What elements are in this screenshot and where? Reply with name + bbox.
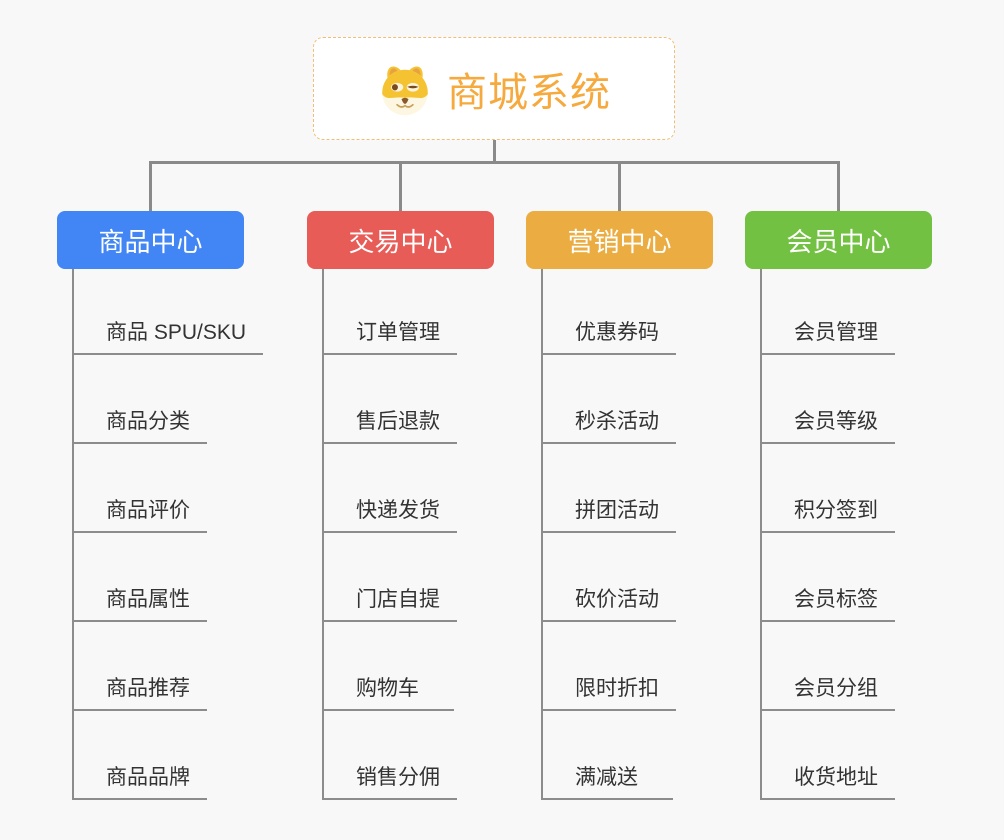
branch-label: 交易中心 [348,226,453,257]
connector-drop-product [149,161,152,211]
leaf-node[interactable]: 会员分组 [762,622,895,711]
leaf-node[interactable]: 拼团活动 [543,444,676,533]
branch-children-member: 会员管理 会员等级 积分签到 会员标签 会员分组 收货地址 [760,266,895,800]
leaf-node[interactable]: 收货地址 [762,711,895,800]
leaf-node[interactable]: 商品 SPU/SKU [74,266,264,355]
leaf-node[interactable]: 门店自提 [324,533,457,622]
root-node[interactable]: 商城系统 [313,37,675,140]
branch-node-trade-center[interactable]: 交易中心 [307,211,494,269]
leaf-node[interactable]: 秒杀活动 [543,355,676,444]
branch-node-product-center[interactable]: 商品中心 [57,211,244,269]
leaf-node[interactable]: 商品品牌 [74,711,207,800]
connector-horizontal-bus [149,161,840,164]
leaf-node[interactable]: 优惠券码 [543,266,676,355]
connector-drop-trade [399,161,402,211]
connector-root-stub [493,140,496,164]
branch-label: 会员中心 [786,226,891,257]
leaf-node[interactable]: 购物车 [324,622,454,711]
branch-children-product: 商品 SPU/SKU 商品分类 商品评价 商品属性 商品推荐 商品品牌 [72,266,264,800]
leaf-node[interactable]: 订单管理 [324,266,457,355]
leaf-node[interactable]: 会员管理 [762,266,895,355]
leaf-node[interactable]: 商品属性 [74,533,207,622]
leaf-node[interactable]: 商品评价 [74,444,207,533]
leaf-node[interactable]: 砍价活动 [543,533,676,622]
connector-drop-marketing [618,161,621,211]
leaf-node[interactable]: 商品分类 [74,355,207,444]
branch-node-member-center[interactable]: 会员中心 [745,211,932,269]
doge-face-icon [382,65,428,115]
branch-label: 营销中心 [567,226,672,257]
leaf-node[interactable]: 会员标签 [762,533,895,622]
leaf-node[interactable]: 售后退款 [324,355,457,444]
branch-children-trade: 订单管理 售后退款 快递发货 门店自提 购物车 销售分佣 [322,266,457,800]
leaf-node[interactable]: 商品推荐 [74,622,207,711]
leaf-node[interactable]: 满减送 [543,711,673,800]
connector-drop-member [837,161,840,211]
leaf-node[interactable]: 积分签到 [762,444,895,533]
branch-label: 商品中心 [98,226,203,257]
leaf-node[interactable]: 会员等级 [762,355,895,444]
branch-children-marketing: 优惠券码 秒杀活动 拼团活动 砍价活动 限时折扣 满减送 [541,266,676,800]
branch-node-marketing-center[interactable]: 营销中心 [526,211,713,269]
leaf-node[interactable]: 销售分佣 [324,711,457,800]
root-title: 商城系统 [447,70,611,115]
leaf-node[interactable]: 限时折扣 [543,622,676,711]
leaf-node[interactable]: 快递发货 [324,444,457,533]
